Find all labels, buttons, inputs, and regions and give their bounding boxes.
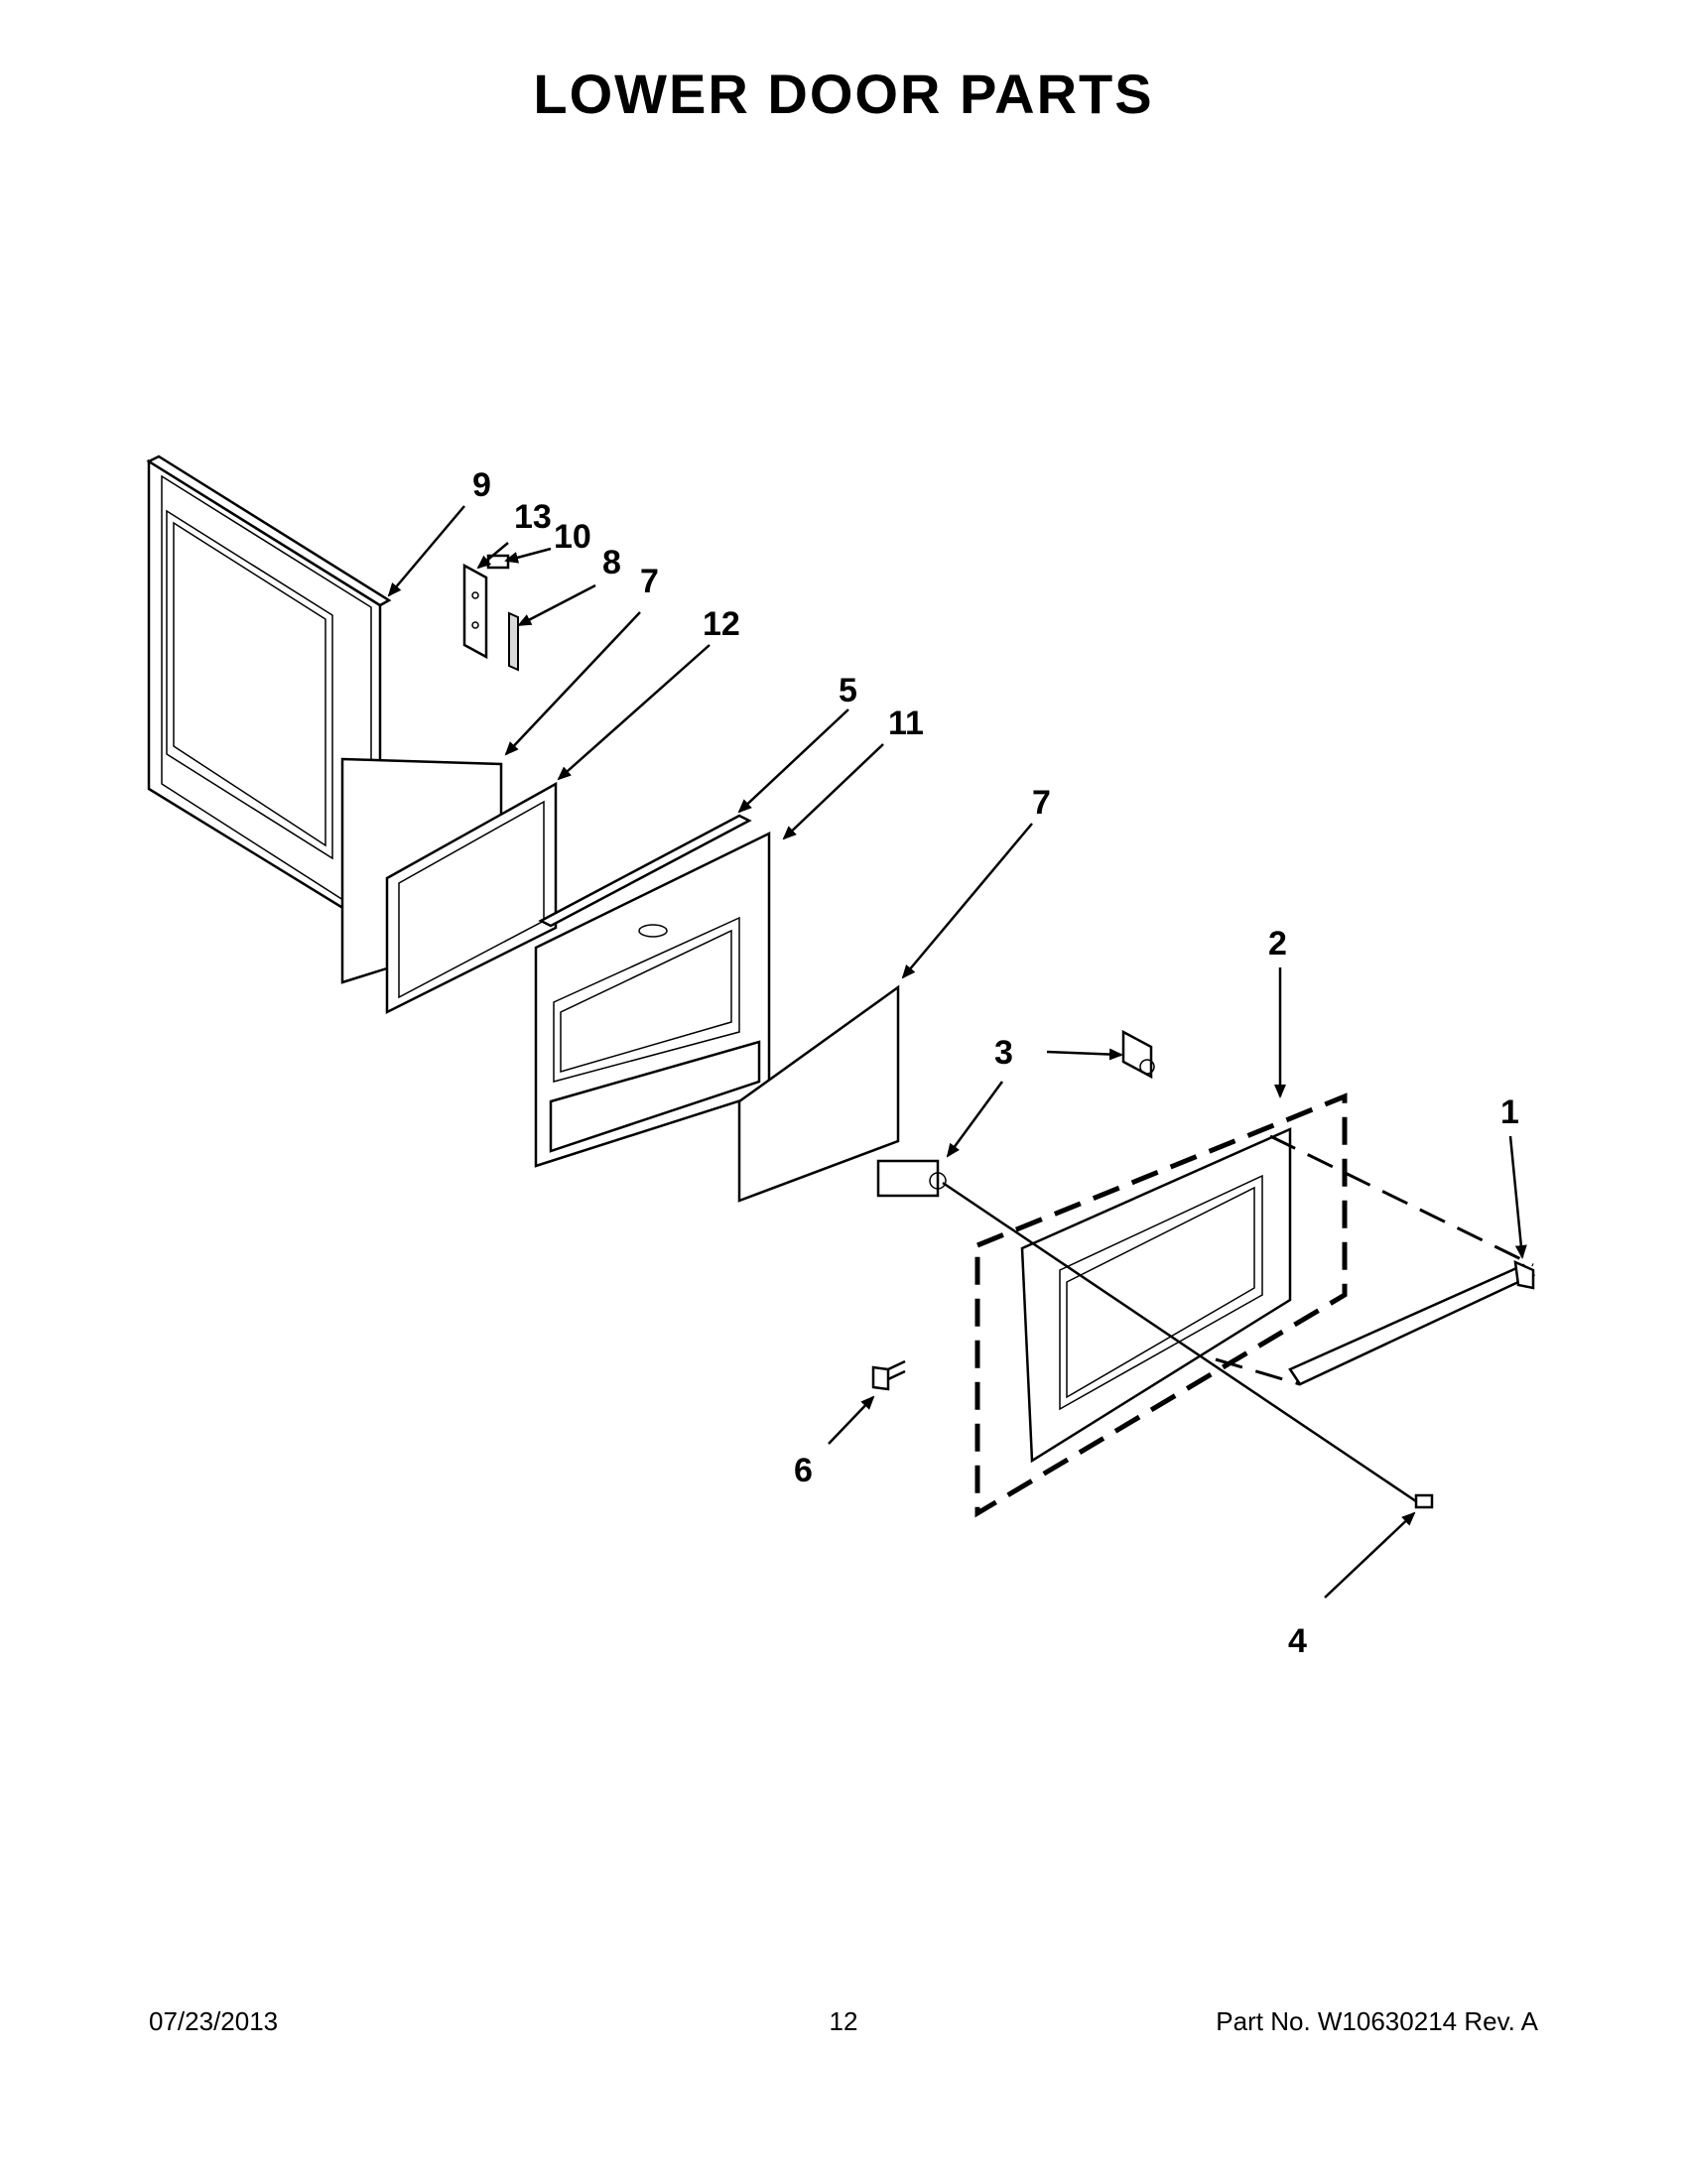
leader-13: [476, 542, 509, 570]
leader-7-lower: [901, 823, 1033, 979]
callout-6: 6: [794, 1452, 813, 1489]
callout-7-upper: 7: [640, 563, 659, 600]
callout-4: 4: [1288, 1622, 1307, 1660]
callout-11: 11: [888, 705, 924, 742]
leader-1: [1508, 1135, 1527, 1259]
footer-part-number: Part No. W10630214 Rev. A: [1216, 2006, 1538, 2036]
part-2-outer-door: [1020, 1127, 1292, 1464]
callout-1: 1: [1500, 1093, 1519, 1131]
part-5-trim-strip: [538, 814, 752, 928]
callout-2: 2: [1268, 925, 1287, 963]
page-title: LOWER DOOR PARTS: [533, 63, 1154, 125]
assembly-line-handle-lower: [1215, 1357, 1301, 1386]
callout-10: 10: [554, 518, 591, 556]
leader-10: [504, 547, 552, 564]
leader-8: [517, 583, 596, 627]
part-6-screw: [871, 1359, 906, 1391]
assembly-line-handle: [1269, 1134, 1534, 1267]
callout-3: 3: [994, 1034, 1013, 1072]
footer-date: 07/23/2013: [149, 2006, 279, 2036]
callout-5: 5: [839, 672, 857, 709]
leader-12: [557, 644, 711, 781]
leader-11: [782, 743, 884, 840]
callout-7-lower: 7: [1032, 784, 1051, 822]
leader-5: [737, 708, 849, 814]
part-3-hinge-receptacle-right: [1121, 1029, 1155, 1080]
leader-6: [828, 1395, 875, 1445]
callout-9: 9: [472, 466, 491, 504]
leader-3-right: [1046, 1048, 1123, 1061]
part-4-end-cap: [1414, 1493, 1434, 1509]
part-8-hinge-pin: [508, 611, 519, 672]
footer-page-number: 12: [829, 2006, 858, 2036]
assembly-outline: [974, 1092, 1348, 1518]
leader-3-left: [946, 1081, 1004, 1158]
leader-7-upper: [504, 611, 641, 756]
part-13-hinge-bracket: [462, 563, 488, 660]
part-3-hinge-receptacle-left: [876, 1159, 947, 1198]
assembly-line-receptacle: [942, 1181, 1417, 1503]
callout-13: 13: [514, 498, 552, 536]
leader-9: [387, 505, 465, 597]
part-7-glass-lower: [737, 984, 900, 1203]
leader-4: [1324, 1511, 1416, 1599]
part-1-handle: [1288, 1259, 1536, 1386]
callout-8: 8: [602, 544, 621, 581]
part-11-inner-door-frame: [534, 831, 771, 1168]
callout-12: 12: [703, 605, 740, 643]
